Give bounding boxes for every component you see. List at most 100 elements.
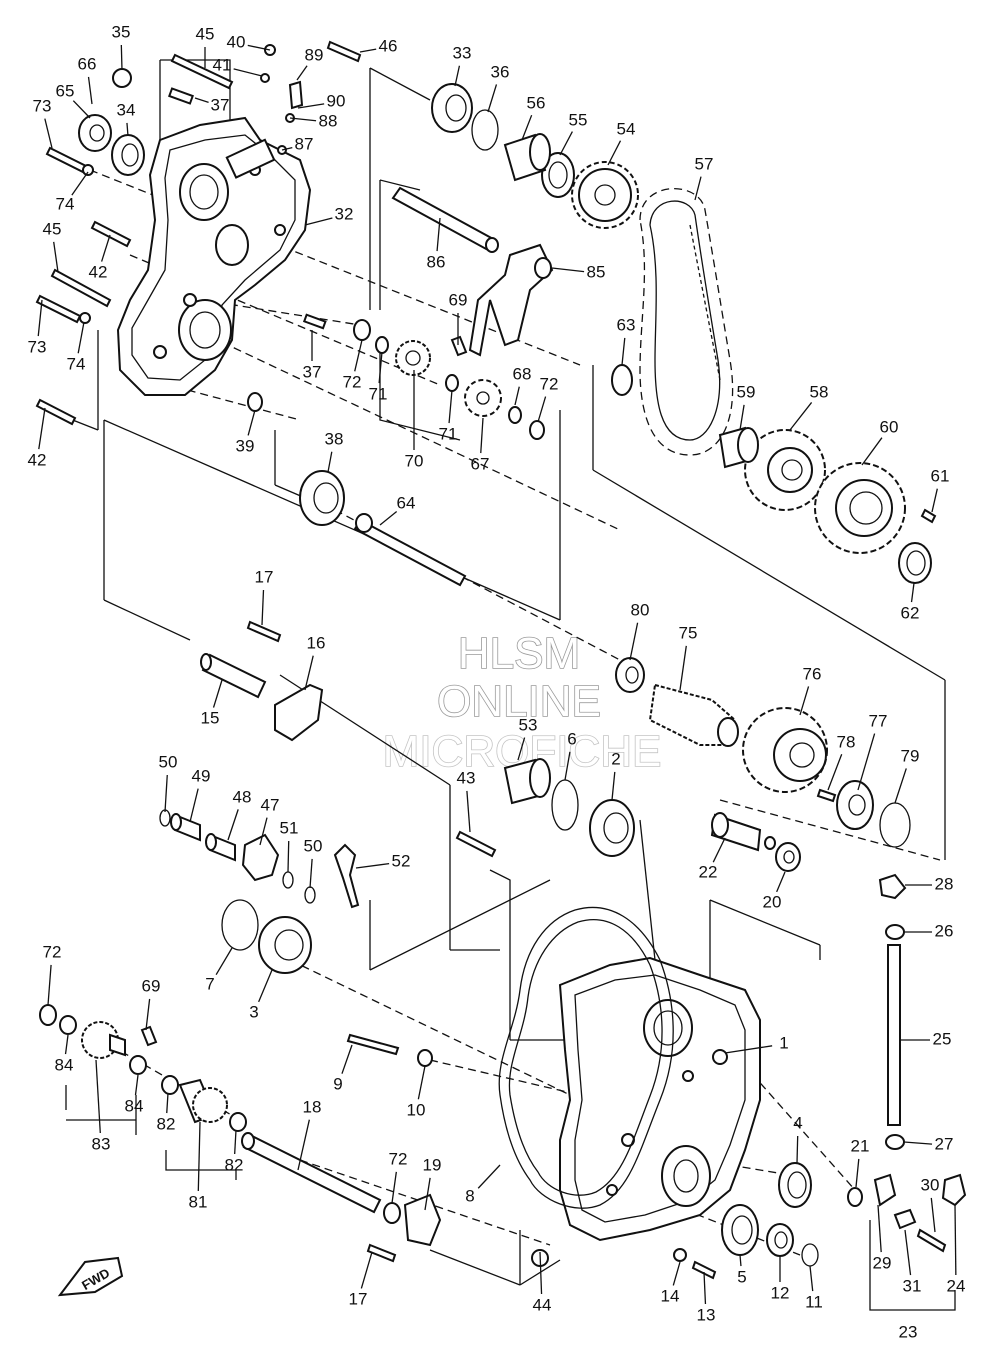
leader-line-17-lower	[360, 1251, 373, 1289]
leader-line-32	[304, 217, 333, 226]
callout-73-upper: 73	[33, 96, 52, 115]
callout-72-left: 72	[43, 942, 62, 961]
shaft-64	[353, 513, 467, 587]
leader-line-2	[611, 771, 616, 801]
leader-line-48	[227, 809, 239, 841]
callout-80: 80	[631, 600, 650, 619]
leader-line-1	[724, 1045, 773, 1054]
leader-line-87	[281, 147, 293, 151]
callout-35: 35	[112, 22, 131, 41]
gear-60	[814, 462, 906, 554]
leader-line-82-left	[166, 1092, 169, 1114]
leader-line-15	[212, 679, 223, 708]
callout-labels: 1 2 3 4 5 6 7 8 9 10 11 12 13 14 15 16 1…	[28, 22, 966, 1341]
callout-67: 67	[471, 454, 490, 473]
callout-41: 41	[213, 55, 232, 74]
leader-line-57	[694, 176, 702, 201]
callout-42-upper: 42	[89, 262, 108, 281]
leader-line-24	[954, 1204, 957, 1276]
callout-63: 63	[617, 315, 636, 334]
callout-84-right: 84	[125, 1096, 144, 1115]
washer-72-left	[39, 1004, 57, 1026]
callout-45-lower: 45	[43, 219, 62, 238]
callout-69-lower: 69	[142, 976, 161, 995]
leader-line-34	[126, 122, 129, 137]
leader-line-55	[559, 131, 573, 156]
callout-56: 56	[527, 93, 546, 112]
gear-83	[81, 1021, 126, 1059]
leader-line-84-right	[134, 1074, 139, 1096]
leader-line-7	[215, 947, 233, 976]
leader-line-27	[903, 1141, 933, 1145]
leader-line-76	[799, 686, 810, 716]
leader-line-58	[789, 402, 813, 431]
leader-line-3	[258, 969, 273, 1003]
leader-line-72-upper	[354, 339, 363, 372]
callout-27: 27	[935, 1134, 954, 1153]
lever-47	[241, 833, 280, 882]
callout-48: 48	[233, 787, 252, 806]
leader-line-78	[827, 753, 843, 791]
leader-line-44	[539, 1251, 543, 1295]
callout-85: 85	[587, 262, 606, 281]
callout-44: 44	[533, 1295, 552, 1314]
lever-29	[873, 1173, 897, 1207]
small-nuts-and-washers	[79, 44, 917, 1267]
leader-line-40	[247, 44, 271, 51]
callout-57: 57	[695, 154, 714, 173]
gear-67	[464, 379, 502, 417]
leader-line-38	[327, 451, 333, 473]
leader-line-33	[454, 65, 461, 87]
washer-72-lower	[383, 1202, 401, 1224]
callout-79: 79	[901, 746, 920, 765]
callout-47: 47	[261, 795, 280, 814]
leader-line-19	[424, 1177, 431, 1211]
callout-23: 23	[899, 1322, 918, 1341]
callout-19: 19	[423, 1155, 442, 1174]
o-ring-11	[801, 1243, 819, 1267]
leader-line-36	[487, 84, 498, 113]
leader-line-83	[95, 1059, 101, 1134]
leader-line-80	[629, 622, 639, 661]
callout-46: 46	[379, 36, 398, 55]
washer-63	[611, 364, 633, 396]
leader-line-74-lower	[77, 321, 85, 354]
leader-line-77	[857, 733, 876, 791]
callout-31: 31	[903, 1276, 922, 1295]
gear-54	[571, 161, 639, 229]
bushing-84-lower	[129, 1055, 147, 1075]
washer-55	[541, 152, 575, 198]
callout-71-right: 71	[439, 424, 458, 443]
callout-34: 34	[117, 100, 136, 119]
bushing-82-lower	[229, 1112, 247, 1132]
leader-line-31	[904, 1229, 912, 1276]
circlip-7	[221, 899, 259, 951]
callout-11: 11	[805, 1292, 823, 1311]
callout-9: 9	[333, 1074, 342, 1093]
callout-52: 52	[392, 851, 411, 870]
leader-line-49	[189, 788, 199, 823]
leader-line-90	[297, 103, 325, 109]
splined-shaft-75	[648, 683, 739, 747]
callout-21: 21	[851, 1136, 870, 1155]
watermark-line1: HLSM	[458, 629, 580, 678]
bushing-56	[503, 133, 551, 182]
callout-37-upper: 37	[211, 95, 230, 114]
leader-line-52	[355, 862, 390, 869]
drive-chain	[639, 188, 734, 456]
callout-81: 81	[189, 1192, 208, 1211]
leader-line-73-lower	[37, 299, 43, 337]
washer-62	[898, 542, 932, 584]
fwd-direction-arrow: FWD	[57, 1256, 124, 1297]
callout-60: 60	[880, 417, 899, 436]
leader-line-45-lower	[53, 241, 59, 273]
callout-88: 88	[319, 111, 338, 130]
leader-line-22	[712, 837, 726, 863]
callout-87: 87	[295, 134, 314, 153]
callout-29: 29	[873, 1253, 892, 1272]
leader-line-42-upper	[100, 234, 111, 262]
leader-line-66	[87, 76, 93, 105]
leader-line-88	[289, 117, 317, 122]
gear-70	[395, 340, 431, 376]
needle-bearing-59	[718, 426, 759, 469]
